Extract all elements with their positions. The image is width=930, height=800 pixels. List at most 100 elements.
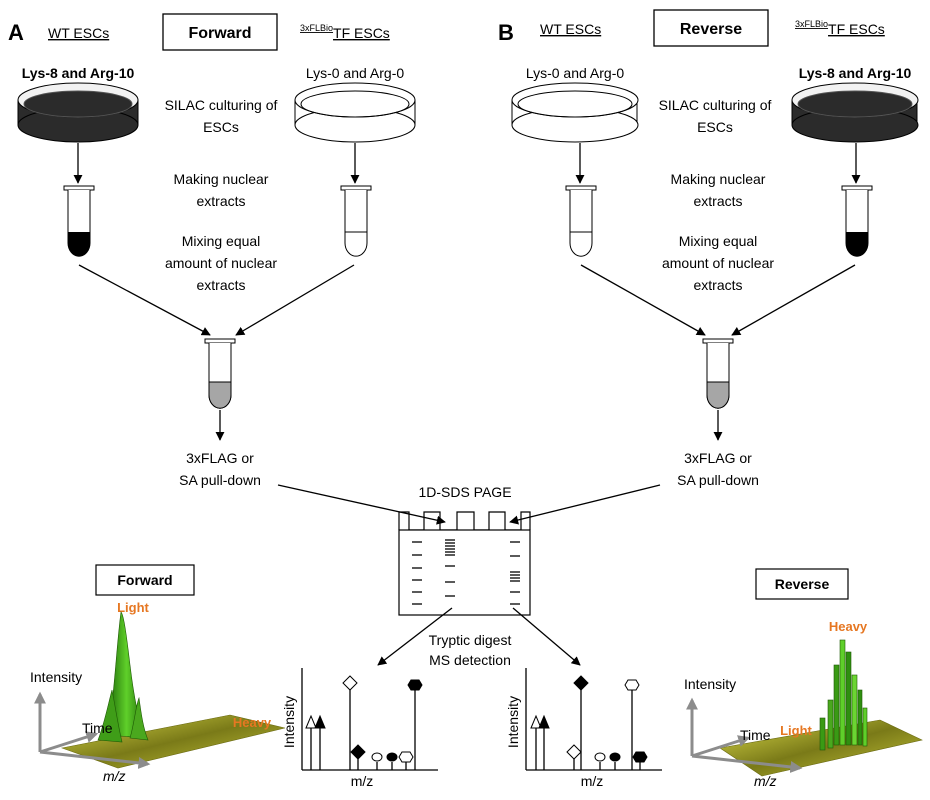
- plot3d-forward-time-axis: [39, 731, 99, 754]
- panel-a: A WT ESCs Forward 3xFLBioTF ESCs Lys-8 a…: [8, 13, 446, 525]
- plot3d-forward-surface: [60, 714, 286, 769]
- diamond-open-icon: [566, 744, 582, 760]
- hexagon-filled-icon: [632, 751, 648, 763]
- diamond-filled-icon: [350, 744, 366, 760]
- hexagon-open-icon: [398, 751, 414, 763]
- panel-b-mixed-tube-icon: [702, 338, 734, 409]
- plot3d-reverse: Reverse Heavy Light Intensity Time m/z: [684, 568, 923, 789]
- panel-a-arrow-to-gel: [277, 484, 446, 525]
- panel-b-right-dish-label: Lys-8 and Arg-10: [799, 65, 912, 81]
- panel-a-left-dish-label: Lys-8 and Arg-10: [22, 65, 135, 81]
- gel-body: [398, 529, 531, 616]
- plot3d-forward-title: Forward: [117, 572, 172, 588]
- panel-a-arrow-mix-left: [78, 264, 211, 336]
- panel-a-heavy-dish-icon: [17, 82, 139, 143]
- triangle-filled-icon: [538, 714, 550, 729]
- plot3d-reverse-time-label: Time: [740, 727, 771, 743]
- plot3d-reverse-box: [755, 568, 849, 600]
- spectrum-forward-peaks: [310, 688, 416, 770]
- plot3d-forward-mz-axis: [39, 750, 151, 769]
- spectrum-forward-x-label: m/z: [351, 773, 374, 789]
- plot3d-reverse-intensity-label: Intensity: [684, 676, 736, 692]
- panel-b-arrow-to-gel: [509, 484, 661, 525]
- panel-a-tf-sup: 3xFLBio: [300, 23, 333, 33]
- hexagon-open-icon: [624, 679, 640, 691]
- panel-b-wt-cells: WT ESCs: [540, 21, 601, 37]
- gel-bands: [412, 539, 520, 605]
- spectrum-reverse-y-label: Intensity: [505, 696, 521, 748]
- ellipse-open-icon: [371, 752, 383, 762]
- panel-a-mode-box: [162, 13, 278, 51]
- plot3d-reverse-light-label: Light: [780, 723, 812, 738]
- spectrum-reverse: Intensity m/z: [505, 668, 662, 789]
- plot3d-forward-light-label: Light: [117, 600, 149, 615]
- panel-a-mixed-tube-icon: [204, 338, 236, 409]
- plot3d-reverse-title: Reverse: [775, 576, 830, 592]
- panel-a-right-dish-label: Lys-0 and Arg-0: [306, 65, 405, 81]
- plot3d-forward: Forward Light Heavy Intensity Time m/z: [30, 564, 286, 784]
- spectrum-reverse-x-label: m/z: [581, 773, 604, 789]
- panel-b-mode-box: [653, 9, 769, 47]
- plot3d-forward-mz-label: m/z: [103, 768, 126, 784]
- spectrum-forward-y-label: Intensity: [281, 696, 297, 748]
- panel-a-tf-cells: 3xFLBioTF ESCs: [300, 23, 390, 41]
- panel-b-arrow-mix-left: [580, 264, 706, 336]
- panel-a-arrow-mix-right: [235, 264, 355, 336]
- triangle-open-icon: [305, 714, 317, 729]
- panel-a-letter: A: [8, 20, 24, 45]
- plot3d-forward-peak: [97, 611, 149, 743]
- hexagon-filled-icon: [407, 679, 423, 691]
- panel-b-heavy-dish-icon: [791, 82, 919, 143]
- gel-wells: [398, 511, 531, 531]
- panel-b-mode-label: Reverse: [680, 21, 742, 38]
- diamond-filled-icon: [573, 675, 589, 691]
- diamond-open-icon: [342, 675, 358, 691]
- plot3d-reverse-mz-axis: [691, 754, 803, 773]
- panel-a-mode-label: Forward: [188, 25, 251, 42]
- panel-b-light-tube-icon: [565, 185, 597, 257]
- panel-a-light-tube-icon: [340, 185, 372, 257]
- panel-b-tf-cells: 3xFLBioTF ESCs: [795, 19, 885, 37]
- panel-b-left-dish-label: Lys-0 and Arg-0: [526, 65, 625, 81]
- triangle-filled-icon: [314, 714, 326, 729]
- panel-a-wt-cells: WT ESCs: [48, 25, 109, 41]
- panel-b: B WT ESCs Reverse 3xFLBioTF ESCs Lys-0 a…: [498, 9, 919, 525]
- plot3d-reverse-peak: [819, 639, 868, 751]
- spectrum-reverse-peaks: [535, 688, 641, 770]
- gel-arrow-right-spectrum: [512, 607, 581, 666]
- panel-b-tf-sup: 3xFLBio: [795, 19, 828, 29]
- spectrum-forward: Intensity m/z: [281, 668, 438, 789]
- panel-b-tf-main: TF ESCs: [828, 21, 885, 37]
- gel-arrow-left-spectrum: [377, 607, 453, 666]
- gel-label: 1D-SDS PAGE: [418, 484, 511, 500]
- plot3d-reverse-heavy-label: Heavy: [829, 619, 868, 634]
- plot3d-reverse-mz-label: m/z: [754, 773, 777, 789]
- panel-a-light-dish-icon: [294, 82, 416, 143]
- ellipse-filled-icon: [609, 752, 621, 762]
- panel-b-arrow-mix-right: [731, 264, 856, 336]
- plot3d-forward-box: [95, 564, 195, 596]
- ellipse-open-icon: [594, 752, 606, 762]
- triangle-open-icon: [530, 714, 542, 729]
- panel-b-letter: B: [498, 20, 514, 45]
- panel-a-tf-main: TF ESCs: [333, 25, 390, 41]
- panel-b-heavy-tube-icon: [841, 185, 873, 257]
- plot3d-forward-time-label: Time: [82, 720, 113, 736]
- panel-a-heavy-tube-icon: [63, 185, 95, 257]
- ellipse-filled-icon: [386, 752, 398, 762]
- panel-b-light-dish-icon: [511, 82, 639, 143]
- plot3d-forward-intensity-label: Intensity: [30, 669, 82, 685]
- plot3d-reverse-time-axis: [691, 735, 751, 758]
- plot3d-forward-heavy-label: Heavy: [233, 715, 272, 730]
